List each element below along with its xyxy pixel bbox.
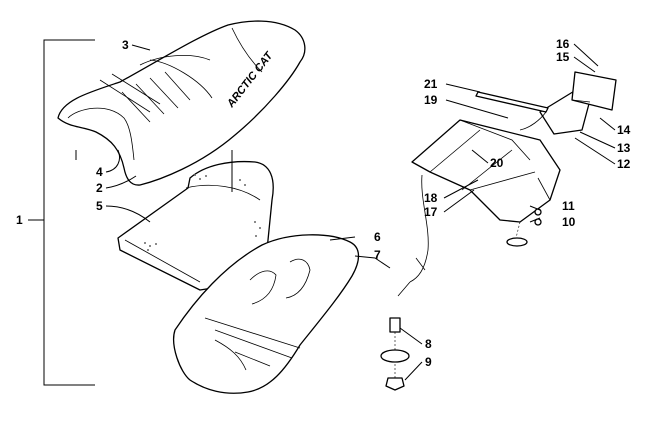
seat-cover: ARCTIC CAT (57, 20, 306, 186)
gasket (475, 91, 549, 113)
callout-5: 5 (96, 199, 103, 213)
callout-14: 14 (617, 123, 631, 137)
callout-19: 19 (424, 93, 438, 107)
callout-7: 7 (374, 248, 381, 262)
callout-9: 9 (425, 355, 432, 369)
screw-set (506, 208, 542, 247)
callout-20: 20 (490, 156, 504, 170)
callout-16: 16 (556, 37, 570, 51)
callout-4: 4 (96, 165, 103, 179)
leader-lines (75, 43, 616, 381)
callout-8: 8 (425, 337, 432, 351)
fastener-and-washer (380, 317, 410, 391)
callout-21: 21 (424, 77, 438, 91)
callout-13: 13 (617, 141, 631, 155)
callout-15: 15 (556, 50, 570, 64)
callout-1: 1 (16, 213, 23, 227)
callout-11: 11 (562, 199, 575, 213)
wire-harness (397, 174, 429, 297)
callout-6: 6 (374, 230, 381, 244)
callout-labels: 1 2 3 4 5 6 7 8 9 10 11 12 13 14 15 16 1… (16, 37, 631, 369)
callout-18: 18 (424, 191, 438, 205)
callout-12: 12 (617, 157, 631, 171)
assembly-bracket (28, 39, 95, 386)
callout-10: 10 (562, 215, 576, 229)
callout-17: 17 (424, 205, 438, 219)
seat-base (173, 234, 360, 394)
callout-3: 3 (122, 38, 129, 52)
taillight-assembly (519, 71, 617, 135)
callout-2: 2 (96, 181, 103, 195)
foam-texture (144, 174, 261, 251)
